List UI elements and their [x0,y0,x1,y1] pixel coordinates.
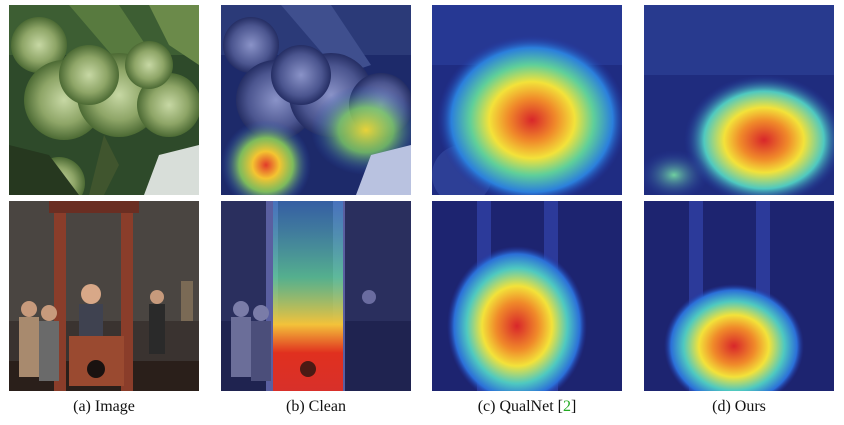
caption-clean-text: (b) Clean [286,398,346,415]
guillotine-qualnet-heatmap [432,201,622,391]
broccoli-clean-heatmap [221,5,411,195]
caption-qualnet-suffix: ] [570,398,577,415]
broccoli-qualnet-heatmap [432,5,622,195]
guillotine-ours-heatmap [644,201,834,391]
caption-ours-text: (d) Ours [712,398,766,415]
broccoli-ours-heatmap [644,5,834,195]
caption-qualnet: (c) QualNet [2] [427,398,627,416]
caption-qualnet-text: (c) QualNet [ [477,398,563,415]
caption-image-text: (a) Image [73,398,135,415]
caption-image: (a) Image [4,398,204,416]
guillotine-clean-heatmap [221,201,411,391]
broccoli-original-image [9,5,199,195]
citation-link[interactable]: 2 [562,398,571,415]
caption-clean: (b) Clean [216,398,416,416]
guillotine-original-image [9,201,199,391]
caption-ours: (d) Ours [639,398,839,416]
